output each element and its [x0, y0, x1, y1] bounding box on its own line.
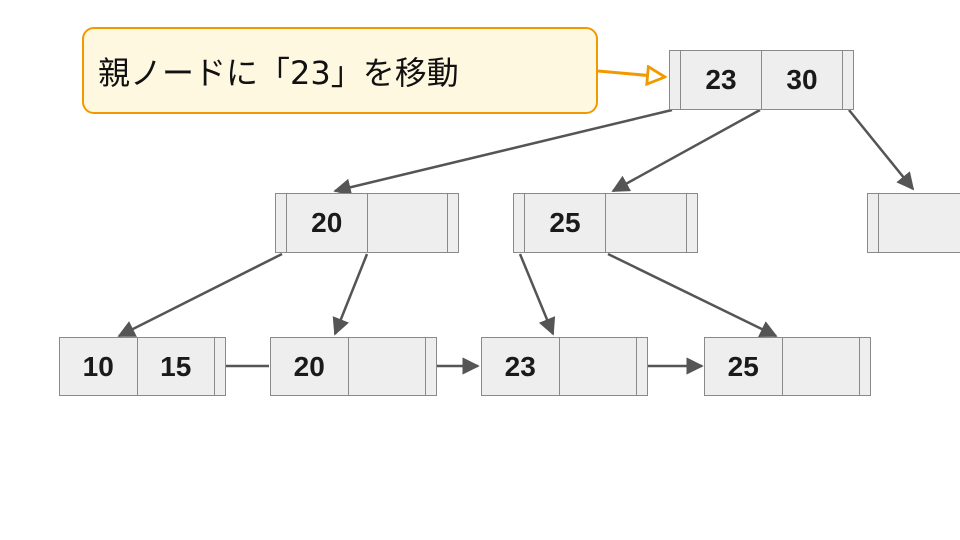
- callout-box: 親ノードに「23」を移動: [82, 27, 598, 114]
- pointer-slot: [425, 338, 436, 395]
- root-key-1: 23: [681, 51, 761, 109]
- pointer-slot: [670, 51, 681, 109]
- edge-internal-left-to-leaf-1: [117, 252, 283, 338]
- pointer-slot: [636, 338, 647, 395]
- internal-node-mid: 25: [513, 193, 698, 253]
- pointer-slot: [842, 51, 853, 109]
- pointer-slot: [868, 194, 879, 252]
- leaf-2-key-1: 20: [271, 338, 348, 395]
- internal-right-key-1: [879, 194, 960, 252]
- callout-pointer-arrow: [597, 71, 665, 77]
- internal-left-key-2: [366, 194, 447, 252]
- pointer-slot: [686, 194, 697, 252]
- leaf-1-key-2: 15: [136, 338, 214, 395]
- edge-internal-mid-to-leaf-4: [607, 252, 778, 338]
- edge-root-to-internal-left: [333, 108, 673, 196]
- leaf-4-key-2: [781, 338, 859, 395]
- pointer-slot: [276, 194, 287, 252]
- pointer-slot: [514, 194, 525, 252]
- root-node: 23 30: [669, 50, 854, 110]
- edge-internal-mid-to-leaf-3: [518, 253, 556, 336]
- edge-root-to-internal-mid: [611, 108, 761, 193]
- internal-node-left: 20: [275, 193, 459, 253]
- root-key-2: 30: [761, 51, 842, 109]
- edge-internal-left-to-leaf-2: [332, 253, 369, 336]
- leaf-node-1: 10 15: [59, 337, 226, 396]
- leaf-4-key-1: 25: [705, 338, 782, 395]
- internal-mid-key-1: 25: [525, 194, 605, 252]
- leaf-1-key-1: 10: [60, 338, 137, 395]
- callout-text: 親ノードに「23」を移動: [98, 53, 459, 92]
- leaf-2-key-2: [347, 338, 425, 395]
- leaf-node-4: 25: [704, 337, 871, 396]
- pointer-slot: [214, 338, 225, 395]
- edge-root-to-internal-right: [848, 109, 915, 191]
- leaf-node-2: 20: [270, 337, 437, 396]
- internal-left-key-1: 20: [287, 194, 367, 252]
- internal-mid-key-2: [605, 194, 686, 252]
- leaf-3-key-1: 23: [482, 338, 559, 395]
- pointer-slot: [859, 338, 870, 395]
- pointer-slot: [447, 194, 458, 252]
- leaf-node-3: 23: [481, 337, 648, 396]
- internal-node-right: [867, 193, 960, 253]
- leaf-3-key-2: [558, 338, 636, 395]
